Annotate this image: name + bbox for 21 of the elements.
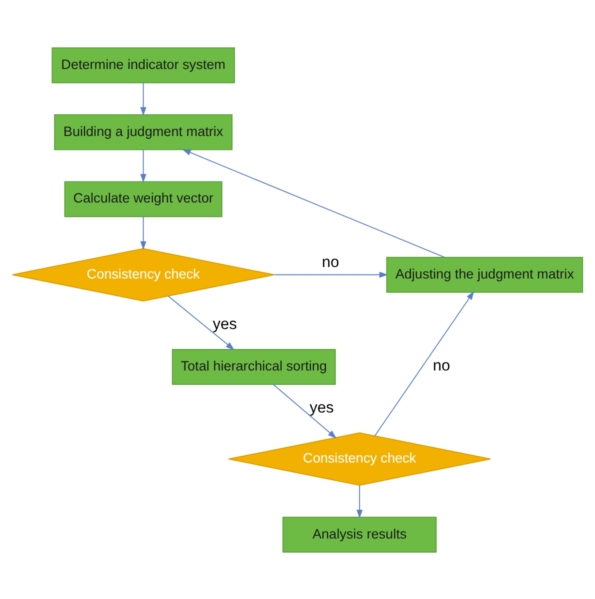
node-box: Determine indicator system <box>52 46 235 83</box>
node-box: Adjusting the judgment matrix <box>386 256 584 292</box>
arrow <box>140 216 146 250</box>
node-box: Total hierarchical sorting <box>172 348 336 384</box>
arrow <box>140 82 146 116</box>
edge-label: yes <box>212 315 237 332</box>
edge-label: yes <box>310 398 334 416</box>
arrow <box>374 290 474 436</box>
arrow <box>168 295 234 350</box>
edge-label: no <box>432 357 450 374</box>
edge-label: no <box>322 253 340 270</box>
node-diamond: Consistency check <box>12 248 275 301</box>
arrow <box>182 148 445 258</box>
arrow <box>272 383 337 438</box>
arrow <box>140 148 146 182</box>
arrow <box>356 484 363 518</box>
node-diamond: Consistency check <box>228 432 491 486</box>
arrow <box>274 271 388 278</box>
node-box: Analysis results <box>282 516 437 552</box>
node-box: Calculate weight vector <box>64 180 222 217</box>
node-box: Building a judgment matrix <box>54 114 233 150</box>
